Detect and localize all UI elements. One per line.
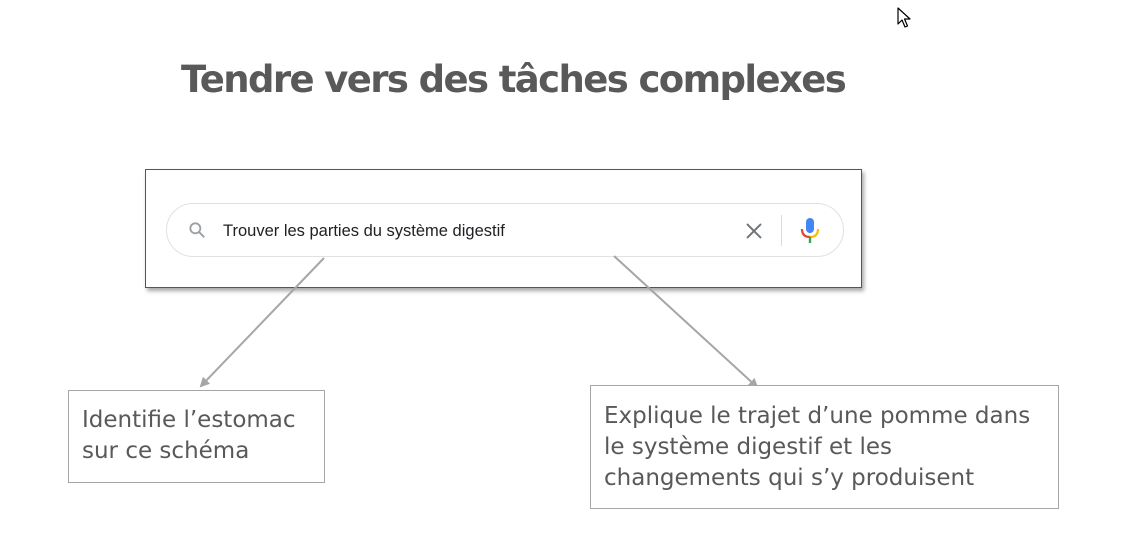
task-line: changements qui s’y produisent bbox=[604, 465, 975, 491]
close-icon[interactable] bbox=[743, 220, 765, 242]
task-line: le système digestif et les bbox=[604, 434, 893, 460]
microphone-icon[interactable] bbox=[798, 216, 822, 246]
search-divider bbox=[781, 215, 782, 246]
task-box-identify: Identifie l’estomac sur ce schéma bbox=[68, 390, 325, 483]
search-input[interactable] bbox=[223, 219, 723, 243]
search-icon bbox=[189, 222, 205, 238]
task-line: sur ce schéma bbox=[82, 438, 250, 464]
task-line: Explique le trajet d’une pomme dans bbox=[604, 403, 1031, 429]
search-screenshot-frame bbox=[145, 169, 862, 288]
mouse-cursor-icon bbox=[897, 7, 911, 28]
task-line: Identifie l’estomac bbox=[82, 407, 296, 433]
search-bar[interactable] bbox=[166, 203, 844, 257]
task-box-explain: Explique le trajet d’une pomme dans le s… bbox=[590, 385, 1059, 509]
slide-title: Tendre vers des tâches complexes bbox=[181, 58, 847, 101]
